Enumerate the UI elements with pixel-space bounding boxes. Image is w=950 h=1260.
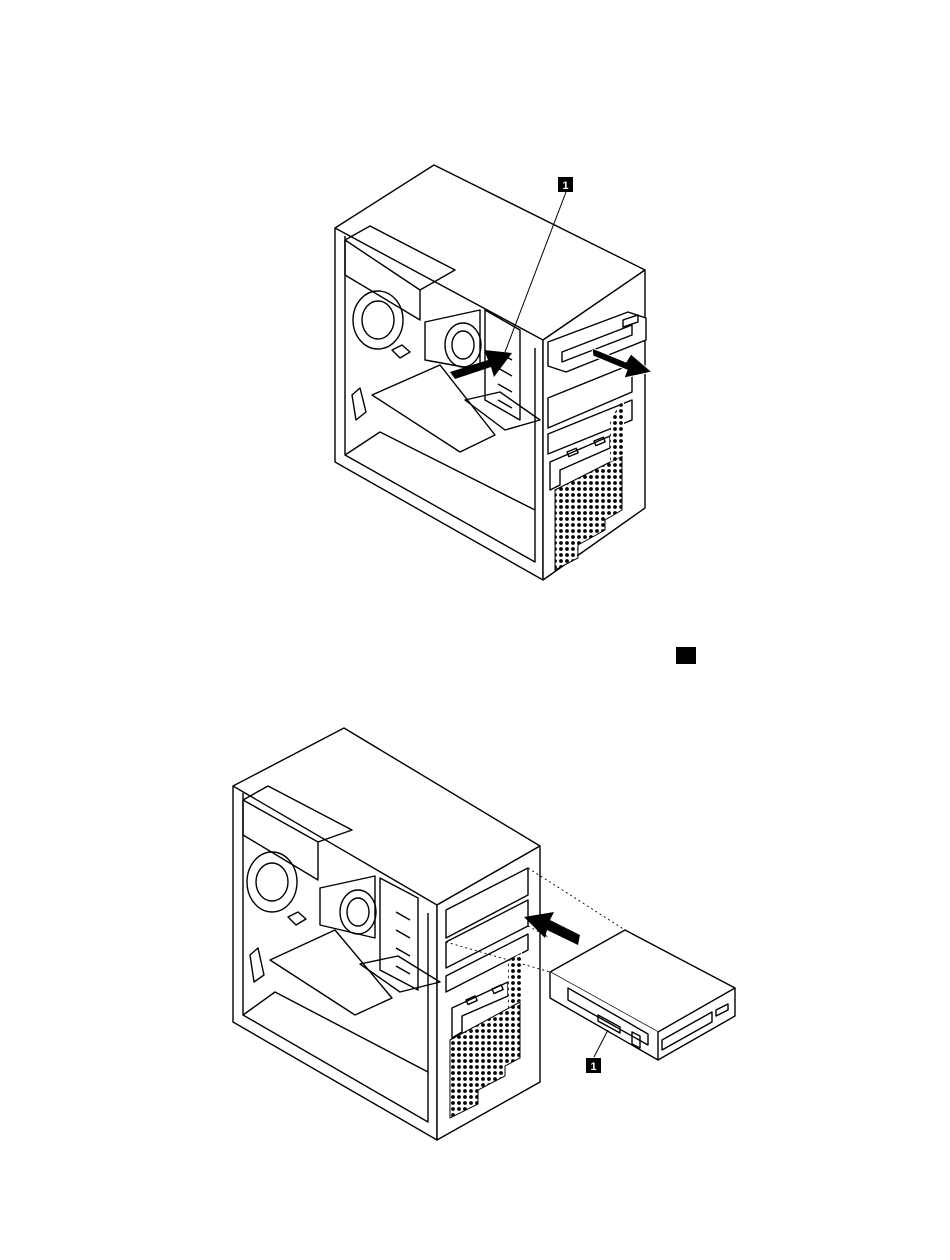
computer-chassis-drawing-top: 1 <box>0 0 950 600</box>
svg-text:1: 1 <box>590 1061 596 1073</box>
svg-text:1: 1 <box>562 180 568 192</box>
callout-1: 1 <box>586 1058 601 1073</box>
computer-chassis-drawing-bottom: 1 <box>0 620 950 1260</box>
illustration-install-drive: 1 <box>0 620 950 1260</box>
illustration-remove-optical-drive: 1 <box>0 0 950 600</box>
rear-fan <box>353 291 403 349</box>
callout-1: 1 <box>558 177 573 192</box>
push-latch-arrow <box>450 350 512 379</box>
cpu-fan <box>445 323 481 367</box>
callout-leader-line <box>594 1030 608 1057</box>
new-optical-drive <box>550 930 735 1032</box>
